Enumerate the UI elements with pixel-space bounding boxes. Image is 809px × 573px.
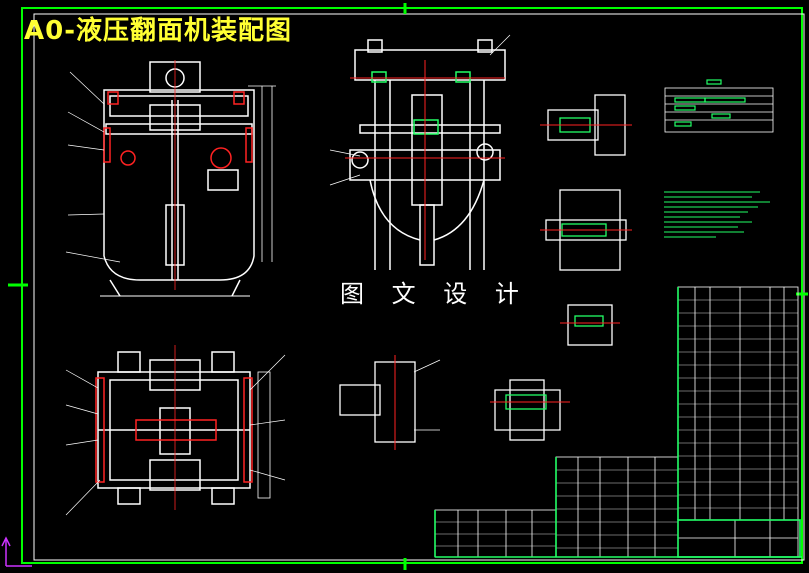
ucs-axis-icon — [1, 536, 32, 567]
side-view-highlights — [371, 71, 471, 135]
title-block-green — [677, 519, 801, 558]
parts-list — [434, 286, 799, 558]
front-view — [100, 61, 276, 297]
detail-views-centerlines — [394, 124, 632, 450]
leader-lines — [65, 34, 511, 516]
side-view-centerlines — [345, 60, 505, 260]
detail-views-highlights — [505, 117, 607, 410]
drawing-title: A0-液压翻面机装配图 — [24, 16, 293, 46]
front-view-red-details — [103, 60, 253, 290]
technical-requirements — [664, 191, 770, 238]
plan-view-red-details — [95, 345, 253, 510]
parts-list-rows — [435, 299, 798, 549]
side-view — [349, 39, 506, 270]
drawing-frame — [8, 3, 808, 570]
parts-list-green-rules — [434, 287, 802, 558]
title-block — [677, 519, 799, 558]
legend-bars — [674, 79, 746, 127]
watermark-text: 图 文 设 计 — [340, 280, 529, 308]
detail-views — [339, 94, 627, 443]
legend-table — [664, 87, 774, 133]
